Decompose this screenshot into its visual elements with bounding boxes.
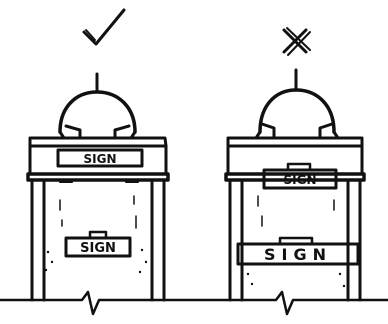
- left-shaft: [32, 180, 164, 300]
- left-sign-bottom: SIGN: [66, 232, 130, 256]
- right-panel: SIGN SIGN: [226, 28, 364, 300]
- x-mark-icon: [284, 28, 310, 55]
- right-shaft: [230, 180, 360, 300]
- left-sign-top: SIGN: [58, 150, 142, 166]
- right-sign-top-label: SIGN: [284, 173, 317, 187]
- right-sign-bottom-label: SIGN: [264, 245, 332, 264]
- left-dome: [60, 74, 135, 138]
- right-sign-top: SIGN: [264, 164, 336, 188]
- right-dome: [256, 70, 338, 138]
- left-sign-top-label: SIGN: [84, 152, 117, 166]
- left-panel: SIGN SIGN: [28, 10, 168, 300]
- right-sign-bottom: SIGN: [238, 238, 358, 264]
- checkmark-icon: [84, 10, 124, 44]
- left-sign-bottom-label: SIGN: [80, 241, 116, 256]
- ground-line: [0, 292, 388, 314]
